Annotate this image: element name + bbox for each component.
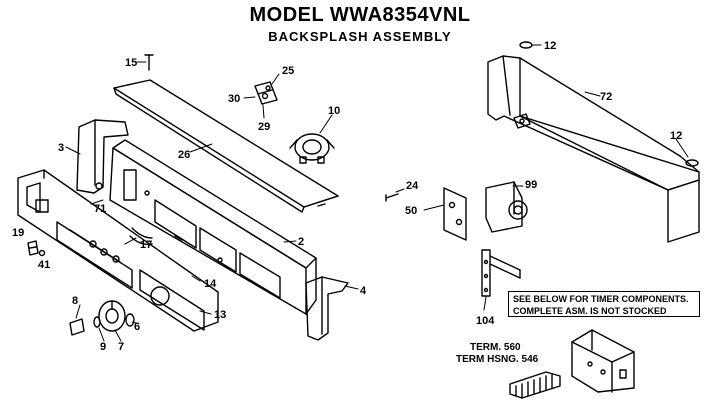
top-cap-part-26 xyxy=(113,79,339,213)
control-panel-front xyxy=(17,169,219,332)
knob-part-7 xyxy=(98,300,126,332)
diagram-subtitle: BACKSPLASH ASSEMBLY xyxy=(268,29,452,44)
clip-part-12-bottom xyxy=(685,159,699,167)
callout-50: 50 xyxy=(405,205,417,217)
callout-7: 7 xyxy=(118,341,124,353)
end-bracket-part-3 xyxy=(76,119,129,194)
diagram-title: MODEL WWA8354VNL xyxy=(249,4,471,26)
callout-12-bottom: 12 xyxy=(670,130,682,142)
rear-cover-part-72 xyxy=(487,55,700,243)
note-line-1: SEE BELOW FOR TIMER COMPONENTS. xyxy=(513,294,689,304)
callout-24: 24 xyxy=(406,180,419,192)
callout-6: 6 xyxy=(134,321,140,333)
callout-12-top: 12 xyxy=(544,40,556,52)
callout-25: 25 xyxy=(282,65,294,77)
bracket-part-25 xyxy=(254,81,278,105)
washer-part-6 xyxy=(125,313,135,327)
clip-part-19 xyxy=(27,240,39,256)
callout-30: 30 xyxy=(228,93,240,105)
leader-lines xyxy=(65,44,689,342)
insert-part-8 xyxy=(69,318,85,336)
callout-14: 14 xyxy=(204,278,217,290)
note-line-2: COMPLETE ASM. IS NOT STOCKED xyxy=(513,306,667,316)
callout-26: 26 xyxy=(178,149,190,161)
callout-10: 10 xyxy=(328,105,340,117)
bracket-part-104 xyxy=(481,249,521,297)
screw-part-15 xyxy=(144,54,154,71)
plate-part-50 xyxy=(443,187,467,241)
timer-assembly xyxy=(571,329,635,393)
callout-71: 71 xyxy=(94,203,106,215)
callout-8: 8 xyxy=(72,295,78,307)
callout-29: 29 xyxy=(258,121,270,133)
term-label: TERM. 560 xyxy=(470,342,521,353)
callout-41: 41 xyxy=(38,259,50,271)
callout-104: 104 xyxy=(476,315,495,327)
callout-19: 19 xyxy=(12,227,24,239)
callout-9: 9 xyxy=(100,341,106,353)
term-housing-label: TERM HSNG. 546 xyxy=(456,354,539,365)
clip-part-12-top xyxy=(519,41,533,49)
callout-2: 2 xyxy=(298,236,304,248)
screw-part-24 xyxy=(385,193,399,202)
callout-4: 4 xyxy=(360,285,367,297)
callout-17: 17 xyxy=(140,239,152,251)
screw-part-41 xyxy=(38,249,46,257)
terminal-housing-part-546 xyxy=(509,371,561,399)
end-bracket-part-4 xyxy=(305,276,349,341)
switch-part-10 xyxy=(289,133,335,164)
callout-72: 72 xyxy=(600,91,612,103)
callout-3: 3 xyxy=(58,142,64,154)
timer-part-99 xyxy=(485,181,528,233)
callout-15: 15 xyxy=(125,57,137,69)
callout-13: 13 xyxy=(214,309,226,321)
callout-99: 99 xyxy=(525,179,537,191)
timer-note-box: SEE BELOW FOR TIMER COMPONENTS. COMPLETE… xyxy=(508,291,700,317)
